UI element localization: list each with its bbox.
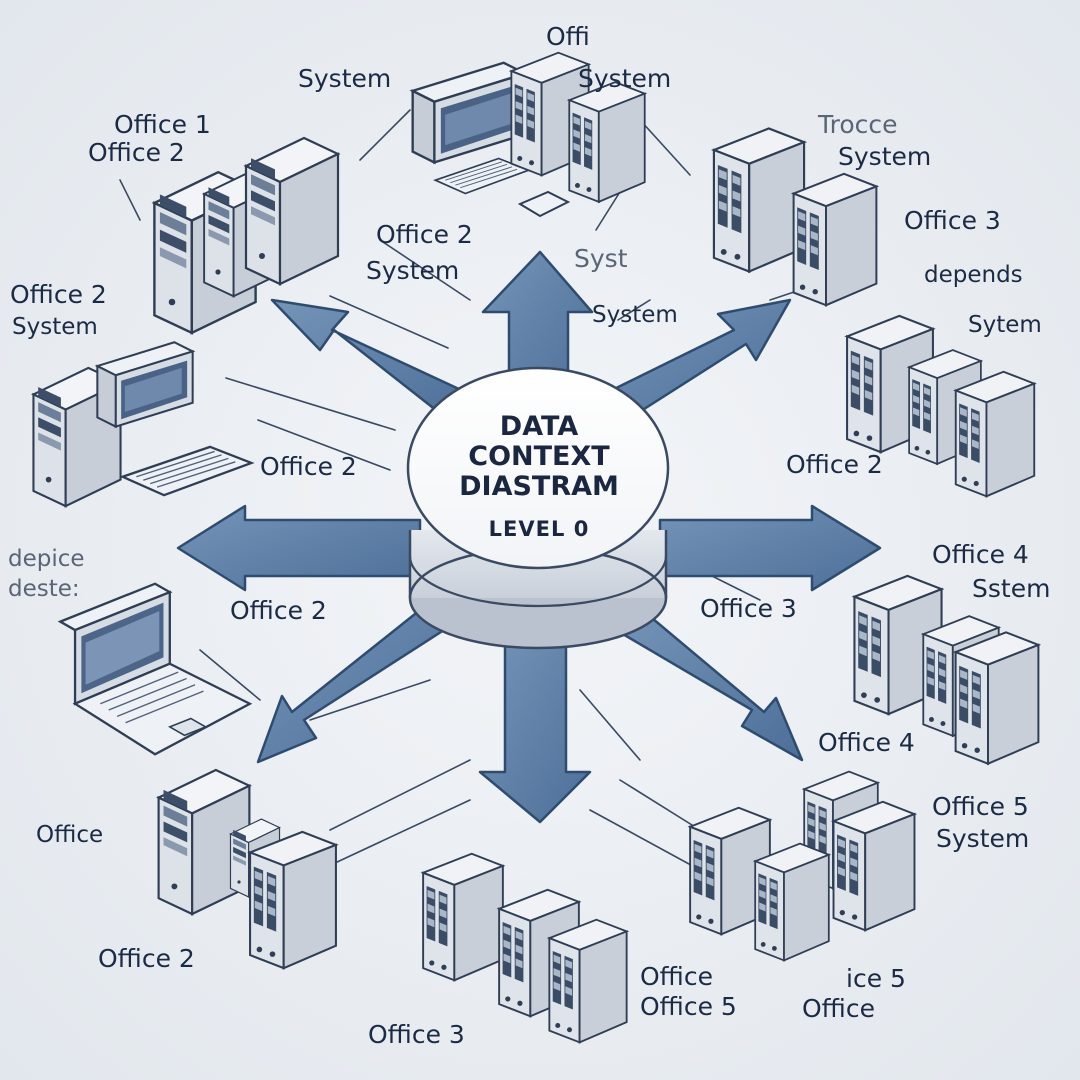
label-right-office-4b: Office 4 [818, 728, 915, 757]
label-right-office-5: Office 5 [932, 792, 1029, 821]
label-topright-office-3: Office 3 [904, 206, 1001, 235]
label-center-left-office-2: Office 2 [260, 452, 357, 481]
hub-title-line-2: CONTEXT [468, 441, 610, 472]
label-right-sytem: Sytem [968, 312, 1042, 338]
label-topleft-office-2: Office 2 [88, 138, 185, 167]
label-bottom-office-3: Office 3 [368, 1020, 465, 1049]
label-left-depice: depice [8, 546, 85, 572]
label-top-system: System [298, 64, 392, 93]
label-right-office-4: Office 4 [932, 540, 1029, 569]
hub-title-line-1: DATA [499, 411, 579, 442]
label-left-deste: deste: [8, 576, 80, 602]
label-topright-system: System [838, 142, 932, 171]
label-bottomright-office: Office [802, 994, 875, 1023]
label-right-sstem: Sstem [972, 574, 1051, 603]
label-left-system: System [12, 314, 98, 340]
label-center-syst: Syst [574, 244, 628, 273]
hub-title: DATA CONTEXT DIASTRAM LEVEL 0 [410, 412, 668, 542]
label-right-system-2: System [936, 824, 1030, 853]
label-bottom-office: Office [640, 962, 713, 991]
label-bottomright-ice-5: ice 5 [846, 964, 906, 993]
hub-level: LEVEL 0 [488, 517, 590, 541]
label-left-office-2: Office 2 [10, 280, 107, 309]
label-center-left-office-2b: Office 2 [230, 596, 327, 625]
label-topleft-office-1: Office 1 [114, 110, 211, 139]
label-topright-depends: depends [924, 262, 1023, 288]
label-center-system: System [366, 256, 460, 285]
label-top-system-2: System [578, 64, 672, 93]
label-center-office-2: Office 2 [376, 220, 473, 249]
label-bottom-office-5: Office 5 [640, 992, 737, 1021]
label-topright-trocce: Trocce [818, 110, 898, 139]
label-top-offi: Offi [546, 22, 590, 51]
label-right-office-2: Office 2 [786, 450, 883, 479]
label-bottomleft-office: Office [36, 822, 104, 848]
hub-title-line-3: DIASTRAM [459, 471, 619, 502]
label-bottomleft-office-2: Office 2 [98, 944, 195, 973]
label-center-right-office-3: Office 3 [700, 594, 797, 623]
label-center-system-2: System [592, 302, 678, 328]
